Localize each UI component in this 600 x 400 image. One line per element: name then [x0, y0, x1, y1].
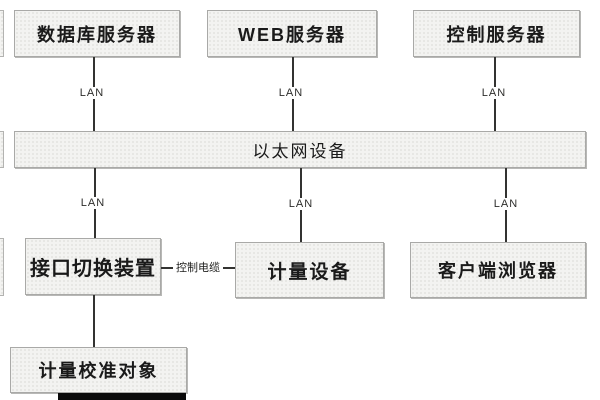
left-edge-sliver-bar — [0, 131, 4, 168]
node-ethernet-label: 以太网设备 — [252, 142, 348, 161]
cropped-bottom-bar — [58, 393, 186, 400]
node-db-server-label: 数据库服务器 — [37, 24, 157, 45]
lan-label-4: LAN — [77, 197, 109, 209]
lan-label-5: LAN — [285, 198, 317, 210]
node-control-server-label: 控制服务器 — [446, 24, 547, 45]
node-ethernet: 以太网设备 — [14, 131, 586, 168]
node-metering-device: 计量设备 — [235, 242, 384, 298]
connector-switch-to-calibration — [93, 295, 95, 347]
left-edge-sliver-row1 — [0, 10, 4, 57]
node-db-server: 数据库服务器 — [14, 10, 180, 57]
lan-label-1: LAN — [76, 87, 108, 99]
node-interface-switch-label: 接口切换装置 — [30, 258, 156, 280]
control-cable-label: 控制电缆 — [173, 262, 223, 274]
node-client-browser: 客户端浏览器 — [410, 242, 586, 298]
node-control-server: 控制服务器 — [413, 10, 580, 57]
left-edge-sliver-row2 — [0, 238, 4, 296]
node-calibration-target-label: 计量校准对象 — [38, 361, 159, 381]
node-client-browser-label: 客户端浏览器 — [438, 261, 558, 281]
lan-label-6: LAN — [490, 198, 522, 210]
node-interface-switch: 接口切换装置 — [25, 238, 161, 295]
lan-label-2: LAN — [275, 87, 307, 99]
node-metering-device-label: 计量设备 — [267, 261, 352, 283]
node-web-server-label: WEB服务器 — [238, 24, 346, 45]
node-web-server: WEB服务器 — [207, 10, 377, 57]
lan-label-3: LAN — [478, 87, 510, 99]
node-calibration-target: 计量校准对象 — [10, 347, 187, 393]
